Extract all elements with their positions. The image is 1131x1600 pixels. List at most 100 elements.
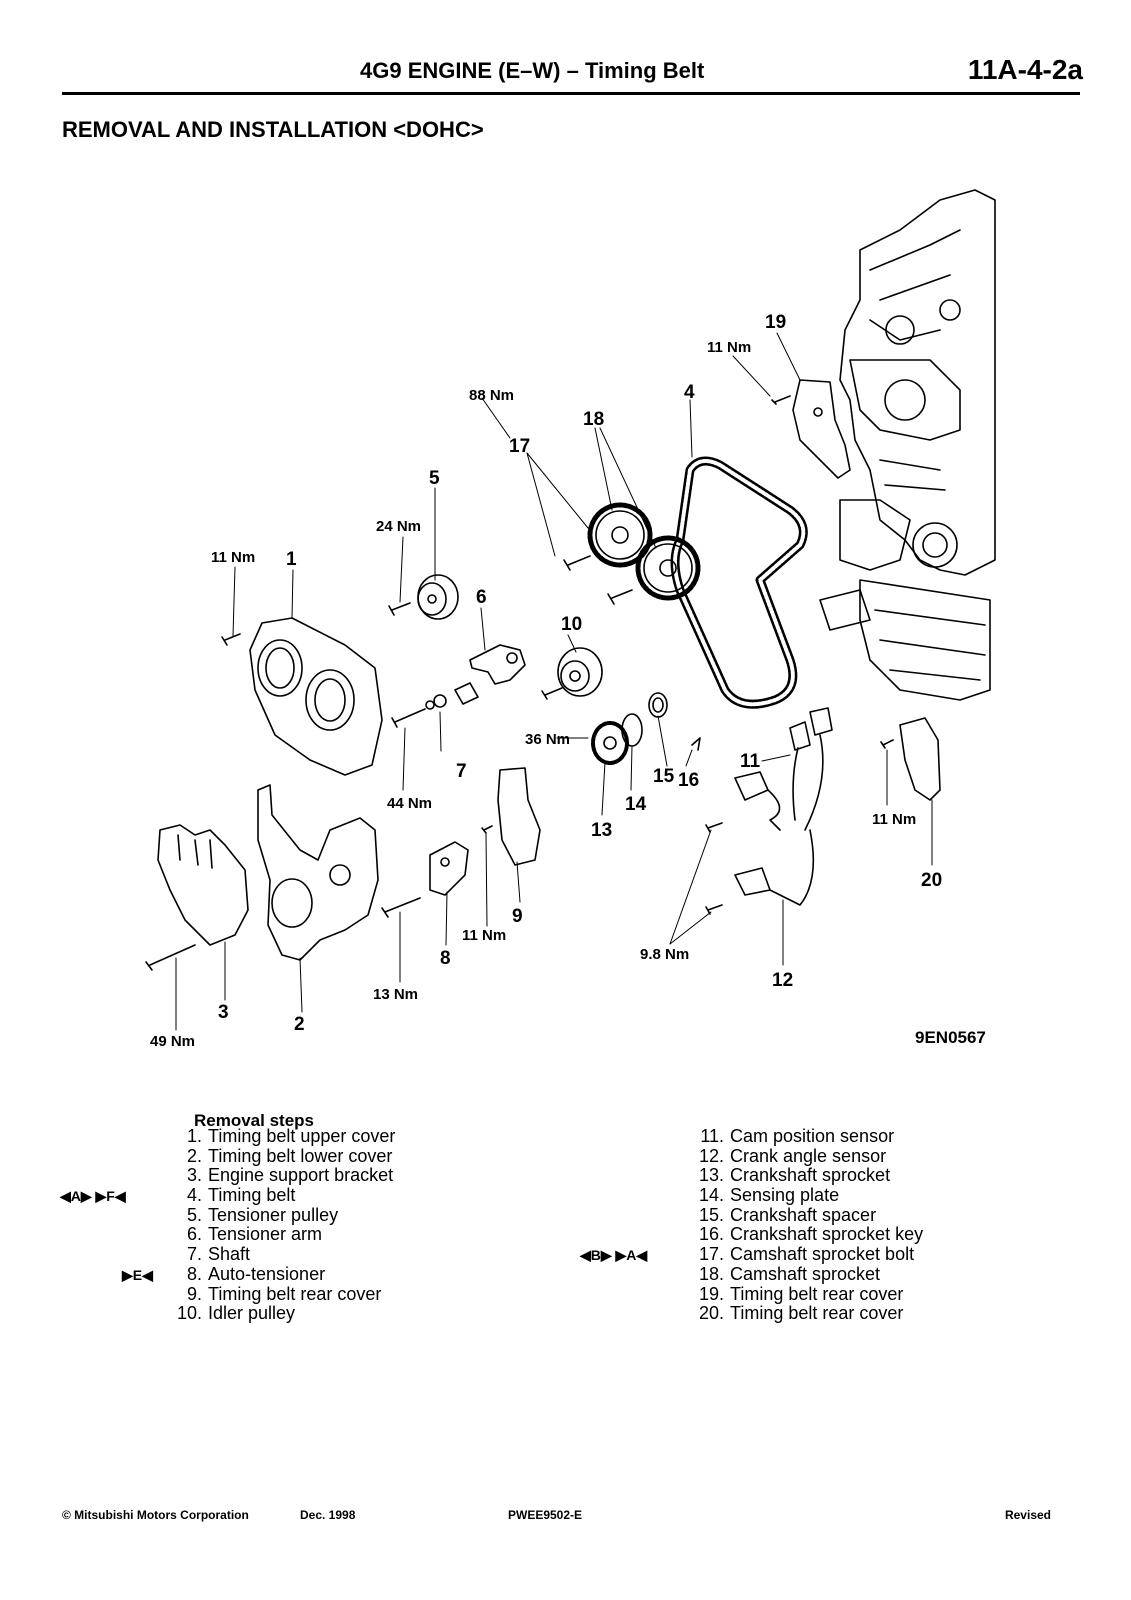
idler-pulley-drawing [541,647,603,700]
list-item: 15.Crankshaft spacer [692,1204,923,1226]
page-code: 11A-4-2a [967,54,1083,85]
step-text: Timing belt [208,1185,296,1206]
torque-label: 11 Nm [462,927,506,944]
step-number: 16. [698,1224,724,1245]
part-number-label: 1 [286,549,297,570]
torque-label: 13 Nm [373,986,418,1003]
part-number-label: 20 [921,870,942,891]
step-text: Timing belt lower cover [208,1145,393,1166]
service-marks: ◀B▶ ▶A◀ [580,1247,648,1264]
step-number: 12. [698,1145,724,1166]
footer-date: Dec. 1998 [300,1508,356,1522]
part-number-label: 16 [678,770,699,791]
engine-support-bracket-drawing [145,824,249,971]
step-text: Camshaft sprocket [730,1263,881,1284]
torque-label: 11 Nm [707,339,751,356]
step-number: 20. [698,1303,724,1324]
tensioner-arm-drawing [469,644,526,685]
step-text: Crankshaft sprocket key [730,1224,924,1245]
step-number: 11. [700,1126,724,1146]
step-text: Engine support bracket [208,1165,394,1186]
figure-code: 9EN0567 [915,1028,986,1047]
sensors-drawing [705,707,833,915]
part-number-label: 9 [512,906,523,927]
footer-doc-code: PWEE9502-E [508,1508,583,1522]
part-number-label: 2 [294,1014,305,1035]
step-number: 14. [698,1185,724,1206]
list-item: 10. Idler pulley [170,1303,395,1324]
header-rule [62,92,1080,95]
list-item: 7. Shaft [170,1244,395,1265]
removal-steps-heading: Removal steps [194,1111,314,1130]
list-item: 3.Engine support bracket [170,1166,395,1186]
step-number: 9. [186,1283,202,1304]
part-number-label: 5 [429,468,440,489]
step-text: Auto-tensioner [208,1263,326,1284]
torque-label: 24 Nm [376,518,421,535]
list-item: 16. Crankshaft sprocket key [692,1225,923,1245]
upper-cover-drawing [221,617,383,776]
step-number: 1. [186,1126,202,1146]
part-number-label: 7 [456,761,467,782]
list-item: 14. Sensing plate [692,1185,923,1206]
torque-label: 11 Nm [872,811,916,828]
list-item: 1. Timing belt upper cover [170,1126,396,1147]
list-item: 5.Tensioner pulley [170,1204,395,1226]
step-text: Crankshaft spacer [730,1204,877,1225]
step-number: 13. [698,1165,724,1186]
footer-copyright: © Mitsubishi Motors Corporation [62,1508,249,1522]
list-item: ◀A▶ ▶F◀4.Timing belt [60,1185,395,1206]
part-number-label: 4 [684,382,695,403]
part-number-label: 17 [509,436,530,457]
step-number: 10. [176,1303,202,1324]
part-number-label: 19 [765,312,786,333]
step-text: Timing belt rear cover [730,1283,904,1304]
torque-label: 44 Nm [387,795,432,812]
torque-label: 88 Nm [469,387,514,404]
rear-cover-20-drawing [899,717,941,801]
step-text: Sensing plate [730,1185,840,1206]
step-number: 8. [186,1263,202,1284]
list-item: 19. Timing belt rear cover [692,1283,923,1305]
footer-status: Revised [1004,1508,1051,1522]
removal-steps-right: 11. Cam position sensor 12.Crank angle se… [580,1126,923,1324]
list-item: ▶E◀ 8. Auto-tensioner [122,1263,395,1285]
part-number-label: 13 [591,820,612,841]
rear-cover-19-drawing [792,379,851,479]
section-title: REMOVAL AND INSTALLATION <DOHC> [62,117,484,142]
step-number: 7. [186,1244,202,1265]
lower-cover-drawing [257,784,379,961]
step-text: Timing belt rear cover [730,1303,904,1324]
tensioner-pulley-drawing [388,574,459,620]
step-number: 6. [186,1224,202,1245]
step-text: Cam position sensor [730,1126,895,1146]
step-text: Timing belt rear cover [208,1283,382,1304]
step-text: Idler pulley [208,1303,296,1324]
part-number-label: 18 [583,409,604,430]
step-text: Shaft [208,1244,251,1265]
crankshaft-parts-drawing [591,692,701,765]
service-marks: ◀A▶ ▶F◀ [60,1188,126,1205]
step-text: Timing belt upper cover [208,1126,396,1146]
engine-block-drawing [819,189,996,701]
step-text: Tensioner arm [208,1224,323,1245]
service-marks: ▶E◀ [122,1266,153,1283]
step-number: 2. [186,1145,202,1166]
list-item: 9. Timing belt rear cover [170,1283,395,1305]
removal-steps-left: 1. Timing belt upper cover 2. Timing belt … [60,1126,396,1324]
list-item: 13.Crankshaft sprocket [692,1166,923,1186]
step-number: 5. [186,1204,202,1225]
part-number-label: 15 [653,766,675,787]
step-number: 19. [698,1283,724,1304]
step-text: Camshaft sprocket bolt [730,1244,915,1265]
list-item: 20. Timing belt rear cover [692,1303,923,1324]
part-number-label: 8 [440,948,451,969]
page-header-title: 4G9 ENGINE (E–W) – Timing Belt [360,58,705,83]
list-item: 2. Timing belt lower cover [170,1145,395,1167]
torque-label: 49 Nm [150,1033,195,1050]
part-number-label: 3 [218,1002,229,1023]
list-item: 12.Crank angle sensor [692,1145,923,1167]
shaft-drawing [391,682,479,728]
list-item: ◀B▶ ▶A◀17.Camshaft sprocket bolt [580,1244,923,1265]
list-item: 6. Tensioner arm [170,1225,395,1245]
